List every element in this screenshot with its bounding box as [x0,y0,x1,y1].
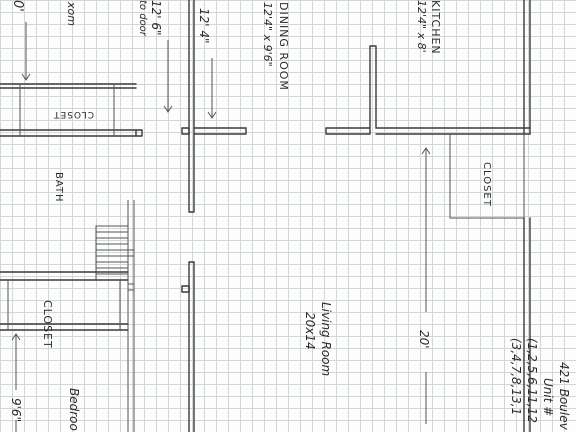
top-left-small-label: xom [65,1,78,26]
kitchen-wall-left [369,45,377,135]
address-label: 421 Boulev [557,362,571,431]
kitchen-wall-right [523,0,531,135]
dining-room-name: DINING ROOM [277,2,290,91]
right-closet-box [449,134,525,219]
hall-dim-label: 12' 4" [197,8,211,44]
top-left-dim-label: 0' [10,0,25,12]
walls [0,0,531,432]
room-labels: 0' xom CLOSET BATH CLOSET 12' 6" to door… [9,0,571,431]
bedroom-dim-label: 9'6" [9,398,23,422]
closet-lower-rod [7,280,121,330]
dim-line-living-upper [421,147,431,312]
unit-label: Unit # [541,378,555,416]
closet-lower-walls [0,271,129,331]
bedroom-name: Bedroo [67,388,81,431]
dim-line-bedroom-upper [11,333,21,390]
wall-top-left-lower [0,83,137,89]
kitchen-size: 12'4" x 8' [415,0,428,53]
right-wall-lower [523,217,531,432]
living-dim-label: 20' [417,330,431,349]
top-closet-rod [19,84,115,136]
door-dim-label: 12' 6" [149,0,163,36]
door-note-label: to door [137,0,148,37]
kitchen-name: KITCHEN [429,0,442,55]
closet-top-shelf [0,129,143,137]
door-jamb-lower [181,285,190,293]
kitchen-stub-left [325,127,371,135]
unit-numbers-row-1: (1,2,5,6,11,12 [525,338,539,423]
hall-wall-left-upper [188,0,195,213]
bath-wall-right [127,200,135,432]
living-room-name: Living Room [319,302,333,376]
closet-left-label: CLOSET [41,300,54,349]
door-jamb-upper [181,127,190,135]
dimension-lines [11,22,431,432]
dim-line-top-left [21,22,31,81]
dim-line-hall [207,58,217,119]
dining-stub-wall [193,127,247,135]
living-room-size: 20x14 [303,312,317,350]
dining-room-size: 12'4" x 9'6" [261,2,274,67]
kitchen-wall-bottom [375,127,531,135]
closet-right-label: CLOSET [481,162,492,207]
dim-line-door [163,40,173,113]
unit-numbers-row-2: (3,4,7,8,13,1 [509,338,523,415]
bath-label: BATH [53,172,64,203]
closet-top-label: CLOSET [53,109,94,119]
bath-jamb [127,249,135,291]
hall-wall-left-lower [188,261,195,432]
